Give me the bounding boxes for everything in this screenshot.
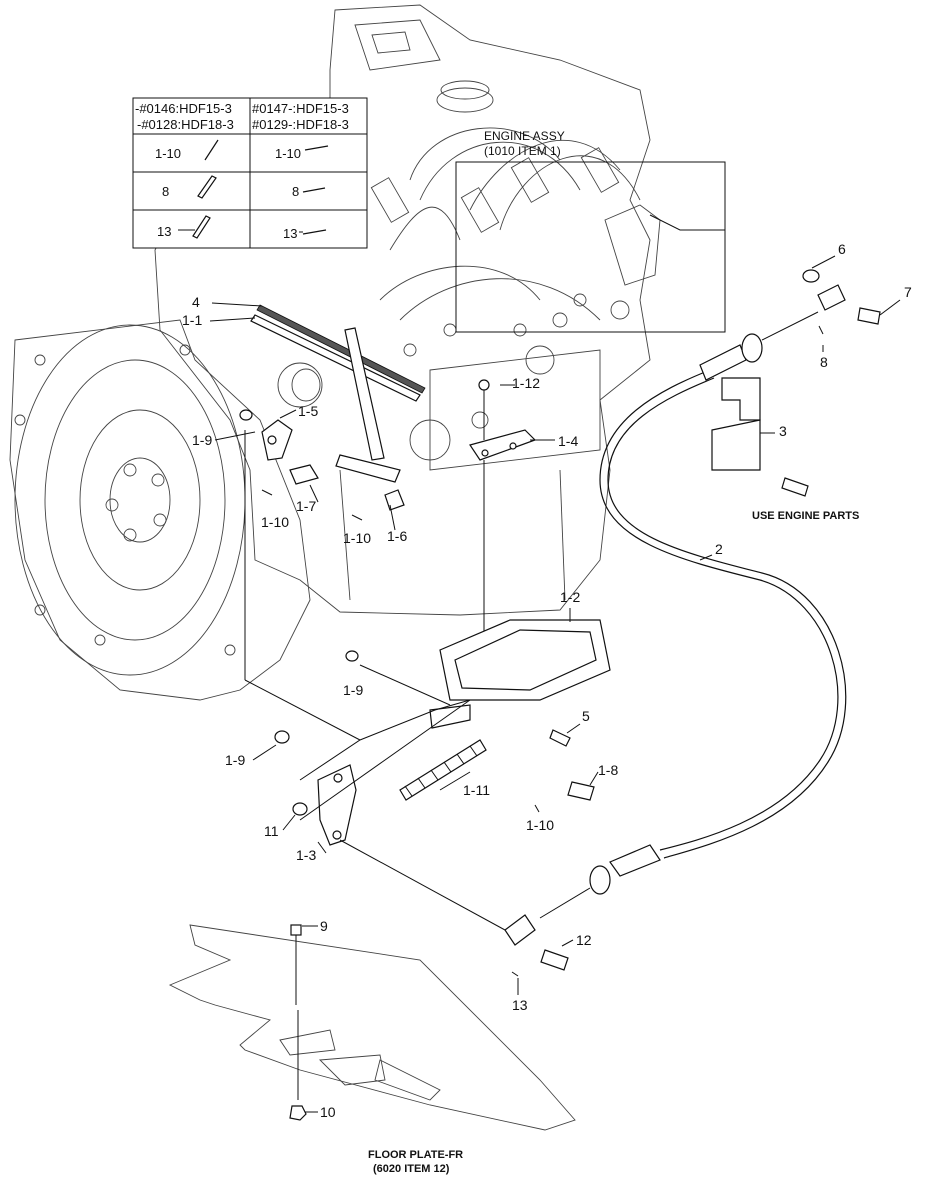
lever-1-3 [317,764,357,846]
washer-11 [292,802,308,816]
notes: ENGINE ASSY (1010 ITEM 1) USE ENGINE PAR… [368,129,859,1175]
spring-1-11 [399,739,487,801]
bolt-5 [549,729,571,747]
callout-leaders [214,255,901,1113]
table-row3-right: 13 [283,226,297,241]
link-rod [250,314,421,402]
lever-arm [344,327,385,461]
upper-linkage [239,327,537,640]
washer-1-9b [345,650,359,662]
callout-1-9b: 1-9 [343,682,363,698]
cable-outer [599,369,839,851]
pin-1-7 [289,464,319,485]
engine-assy-label: ENGINE ASSY [484,129,565,143]
callout-11: 11 [264,823,279,839]
clip-sketch-2 [302,229,327,235]
callout-1-12: 1-12 [512,375,540,391]
pin-12 [540,949,569,971]
callout-1-11: 1-11 [463,782,490,798]
cable-bracket [711,419,761,471]
floor-plate [168,924,576,1131]
flywheel-housing [9,319,323,701]
nut-10 [289,1105,307,1121]
callout-1-6: 1-6 [387,528,407,544]
table-row1-right: 1-10 [275,146,301,161]
pin-1-8 [567,781,595,801]
callout-1-4: 1-4 [558,433,578,449]
table-col1-line2: -#0128:HDF18-3 [137,117,234,132]
pin-sketch-2 [302,187,326,193]
lower-cable-fitting [609,844,661,877]
callout-1-2: 1-2 [560,589,580,605]
callout-1-10b: 1-10 [343,530,371,546]
pin-sketch [197,175,217,199]
lower-clevis [504,914,536,946]
pedal-bracket [244,430,611,931]
use-engine-parts-label: USE ENGINE PARTS [752,510,859,522]
variant-table: -#0146:HDF15-3 -#0128:HDF18-3 #0147-:HDF… [132,97,368,249]
pin-7 [857,307,881,325]
callout-1-9a: 1-9 [192,432,212,448]
table-col2-line2: #0129-:HDF18-3 [252,117,349,132]
clevis [817,284,846,311]
table-col2-line1: #0147-:HDF15-3 [252,101,349,116]
split-pin-sketch-2 [304,145,329,151]
callout-4: 4 [192,294,200,310]
callout-9: 9 [320,918,328,934]
bolt-3 [781,477,809,497]
callout-1-3: 1-3 [296,847,316,863]
callout-10: 10 [320,1104,336,1120]
bolt-1-12 [478,379,490,391]
callout-6: 6 [838,241,846,257]
callout-1-10a: 1-10 [261,514,289,530]
bolt-9 [290,924,302,936]
callout-1-5: 1-5 [298,403,318,419]
callout-8: 8 [820,354,828,370]
engine-assy-ref: (1010 ITEM 1) [484,144,561,158]
throttle-cable [504,269,881,977]
table-row2-left: 8 [162,184,169,199]
lever-plate [261,419,293,461]
table-row2-right: 8 [292,184,299,199]
callout-3: 3 [779,423,787,439]
clip-sketch [192,215,211,239]
callout-1-9c: 1-9 [225,752,245,768]
table-row3-left: 13 [157,224,171,239]
table-row1-left: 1-10 [155,146,181,161]
callout-2: 2 [715,541,723,557]
callout-1-8: 1-8 [598,762,618,778]
washer-1-9 [239,409,253,421]
callout-13: 13 [512,997,528,1013]
floor-plate-label: FLOOR PLATE-FR [368,1149,463,1161]
link-rod-assembly [209,302,426,402]
callout-1-10c: 1-10 [526,817,554,833]
washer-1-9c [274,730,290,744]
callout-1-7: 1-7 [296,498,316,514]
callout-12: 12 [576,932,592,948]
washer-6 [802,269,820,283]
callout-7: 7 [904,284,912,300]
split-pin-sketch [204,139,219,161]
callout-5: 5 [582,708,590,724]
callout-1-1: 1-1 [182,312,202,328]
floor-plate-ref: (6020 ITEM 12) [373,1163,450,1175]
upper-cable-fitting [699,344,747,381]
bracket-1-4 [469,429,537,461]
table-col1-line1: -#0146:HDF15-3 [135,101,232,116]
spring-cover [256,304,426,394]
engine-block [154,4,726,616]
callouts: 4 1-1 1-5 1-9 1-7 1-10 1-10 1-6 1-12 1-4… [182,241,912,1120]
pin-1-6 [384,489,405,511]
